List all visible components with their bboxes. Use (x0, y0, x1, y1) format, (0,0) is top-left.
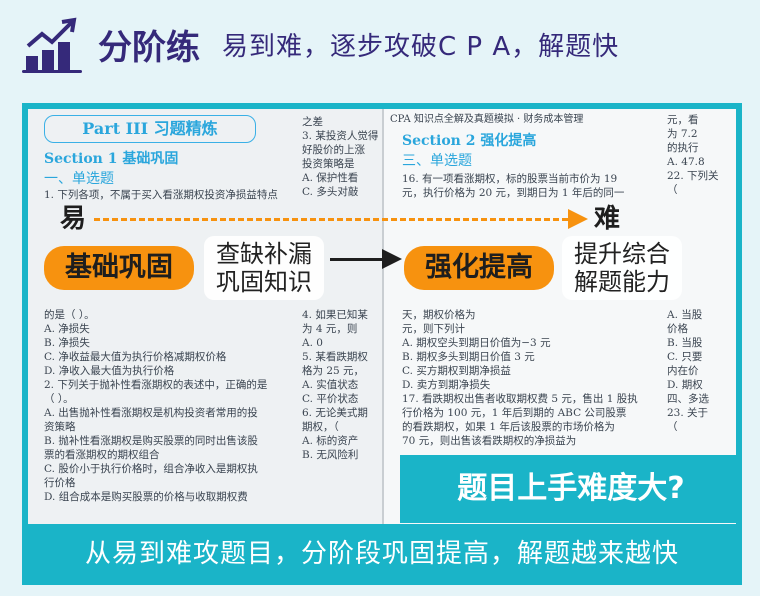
book-text-line: 的执行 (667, 142, 699, 154)
book-text-line: 17. 看跌期权出售者收取期权费 5 元，售出 1 股执 (402, 393, 638, 405)
stage1-desc-line: 查缺补漏 (216, 240, 312, 268)
book-text-line: 5. 某看跌期权 (302, 351, 368, 363)
section-heading: 三、单选题 (402, 153, 472, 169)
stage1-badge: 基础巩固 (44, 246, 194, 290)
stage1-description: 查缺补漏 巩固知识 (204, 236, 324, 300)
book-text-line: A. 47.8 (667, 156, 705, 168)
book-text-line: B. 无风险利 (302, 449, 359, 461)
book-text-line: A. 期权空头到期日价值为−3 元 (402, 337, 551, 349)
book-text-line: 23. 关于 (667, 407, 709, 419)
book-text-line: C. 净收益最大值为执行价格减期权价格 (44, 351, 227, 363)
book-text-line: 行价格 (44, 477, 76, 489)
book-text-line: A. 当股 (667, 309, 703, 321)
book-text-line: 70 元，则出售该看跌期权的净损益为 (402, 435, 577, 447)
growth-chart-icon (22, 17, 82, 73)
left-page: Part III 习题精炼 Section 1 基础巩固 一、单选题 1. 下列… (28, 109, 382, 524)
section-title: Section 2 强化提高 (402, 133, 537, 149)
stage2-description: 提升综合 解题能力 (562, 236, 682, 300)
book-text-line: D. 组合成本是购买股票的价格与收取期权费 (44, 491, 248, 503)
book-text-line: 的是（ ）。 (44, 309, 95, 321)
difficulty-dashed-line (94, 218, 568, 221)
book-text-line: 3. 某投资人觉得 (302, 130, 379, 142)
book-text-line: 行价格为 100 元，1 年后到期的 ABC 公司股票 (402, 407, 627, 419)
book-text-line: 格为 25 元， (302, 365, 365, 377)
progress-line (330, 258, 384, 261)
book-text-line: A. 出售抛补性看涨期权是机构投资者常用的投 (44, 407, 258, 419)
question-banner: 题目上手难度大? (400, 455, 742, 523)
footer-text: 从易到难攻题目，分阶段巩固提高，解题越来越快 (84, 539, 679, 569)
section-title: Section 1 基础巩固 (44, 151, 179, 167)
book-text-line: A. 标的资产 (302, 435, 359, 447)
book-text-line: 2. 下列关于抛补性看涨期权的表述中，正确的是 (44, 379, 268, 391)
hard-label: 难 (594, 204, 621, 234)
book-text-line: C. 多头对敲 (302, 186, 359, 198)
book-text-line: 票的看涨期权的期权组合 (44, 449, 160, 461)
book-text-line: 的看跌期权，如果 1 年后该股票的市场价格为 (402, 421, 615, 433)
header-title: 分阶练 (98, 27, 200, 68)
book-text-line: A. 实值状态 (302, 379, 359, 391)
book-text-line: 6. 无论美式期 (302, 407, 368, 419)
book-text-line: B. 抛补性看涨期权是购买股票的同时出售该股 (44, 435, 258, 447)
book-text-line: A. 保护性看 (302, 172, 359, 184)
book-text-line: B. 净损失 (44, 337, 90, 349)
header-subtitle: 易到难，逐步攻破C P A，解题快 (222, 31, 620, 62)
book-text-line: 期权，（ (302, 421, 339, 433)
book-text-line: 投资策略是 (302, 158, 355, 170)
book-text-line: 22. 下列关 (667, 170, 719, 182)
book-text-line: A. 净损失 (44, 323, 90, 335)
book-photo: Part III 习题精炼 Section 1 基础巩固 一、单选题 1. 下列… (28, 109, 736, 524)
stage2-badge: 强化提高 (404, 246, 554, 290)
book-text-line: C. 平价状态 (302, 393, 359, 405)
book-text-line: 四、多选 (667, 393, 709, 405)
book-text-line: 之差 (302, 116, 323, 128)
arrow-right-icon (382, 249, 402, 269)
book-text-line: 为 4 元，则 (302, 323, 358, 335)
book-text-line: B. 期权多头到期日价值 3 元 (402, 351, 535, 363)
book-text-line: C. 只要 (667, 351, 703, 363)
book-text-line: C. 买方期权到期净损益 (402, 365, 511, 377)
book-text-line: 价格 (667, 323, 688, 335)
book-text-line: D. 净收入最大值为执行价格 (44, 365, 175, 377)
book-text-line: 4. 如果已知某 (302, 309, 368, 321)
book-text-line: （ (667, 421, 678, 433)
book-text-line: 资策略 (44, 421, 76, 433)
section-heading: 一、单选题 (44, 171, 114, 187)
arrow-right-icon (568, 209, 588, 229)
book-text-line: 天，期权价格为 (402, 309, 476, 321)
book-text-line: A. 0 (302, 337, 323, 349)
stage2-desc-line: 提升综合 (574, 240, 670, 268)
part-title: Part III 习题精炼 (44, 115, 256, 143)
book-text-line: （ ）。 (44, 393, 74, 405)
book-text-line: 元，执行价格为 20 元，到期日为 1 年后的同一 (402, 187, 625, 199)
book-text-line: D. 期权 (667, 379, 703, 391)
easy-label: 易 (60, 204, 87, 234)
book-text-line: 元，看 (667, 114, 699, 126)
stage1-desc-line: 巩固知识 (216, 268, 312, 296)
book-text-line: 为 7.2 (667, 128, 698, 140)
book-text-line: 内在价 (667, 365, 699, 377)
book-text-line: 好股价的上涨 (302, 144, 365, 156)
book-text-line: D. 卖方到期净损失 (402, 379, 491, 391)
book-text-line: C. 股价小于执行价格时，组合净收入是期权执 (44, 463, 258, 475)
book-text-line: 16. 有一项看涨期权，标的股票当前市价为 19 (402, 173, 618, 185)
running-head: CPA 知识点全解及真题模拟 · 财务成本管理 (390, 114, 584, 125)
book-text-line: B. 当股 (667, 337, 703, 349)
stage2-desc-line: 解题能力 (574, 268, 670, 296)
book-text-line: （ (667, 184, 678, 196)
book-text-line: 元，则下列计 (402, 323, 465, 335)
book-text-line: 1. 下列各项，不属于买入看涨期权投资净损益特点 (44, 189, 278, 201)
right-page: CPA 知识点全解及真题模拟 · 财务成本管理 Section 2 强化提高 三… (382, 109, 736, 524)
header: 分阶练 易到难，逐步攻破C P A，解题快 (20, 14, 619, 74)
